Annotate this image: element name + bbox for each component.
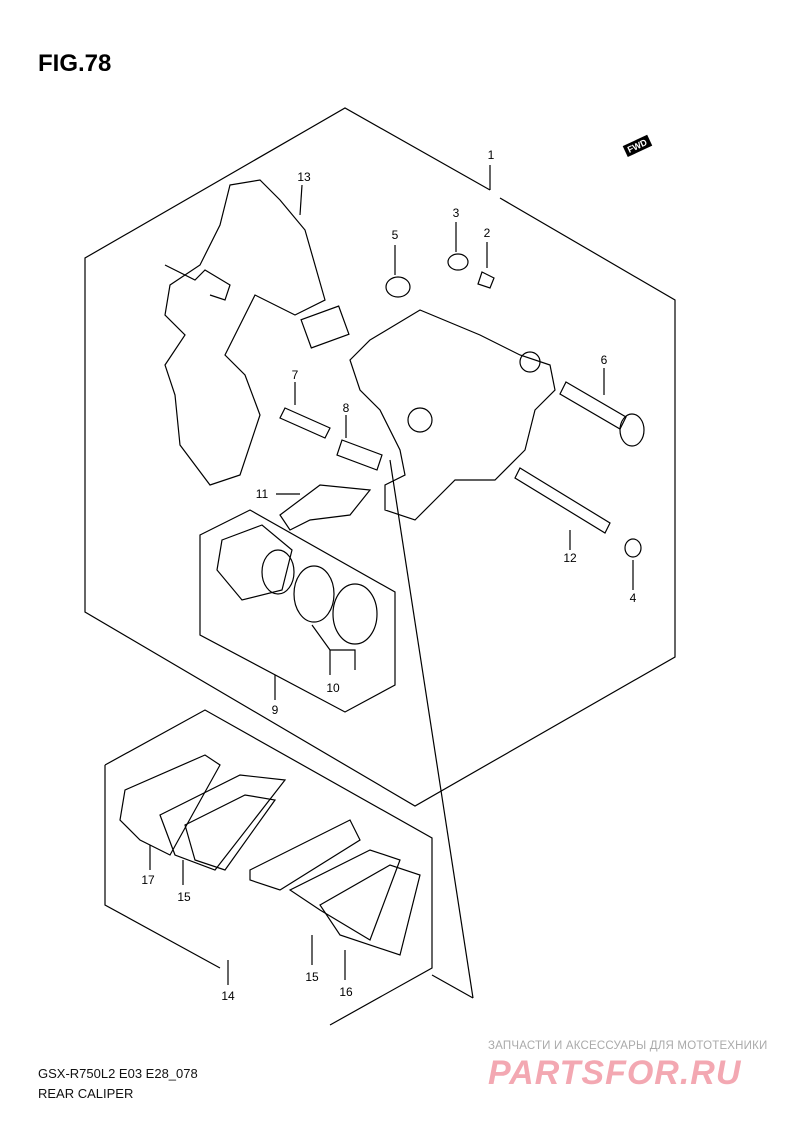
callout-14: 14	[221, 989, 235, 1003]
callout-15b: 15	[305, 970, 319, 984]
callout-6: 6	[600, 353, 608, 367]
watermark-tagline: ЗАПЧАСТИ И АКСЕССУАРЫ ДЛЯ МОТОТЕХНИКИ	[488, 1040, 768, 1052]
model-code: GSX-R750L2 E03 E28_078	[38, 1066, 198, 1081]
callout-5: 5	[391, 228, 399, 242]
caliper-assembly-outline	[84, 107, 676, 807]
callout-16: 16	[339, 985, 353, 999]
seal-kit-outline	[199, 509, 396, 713]
callout-13: 13	[297, 170, 311, 184]
callout-10: 10	[326, 681, 340, 695]
brake-pad	[159, 774, 287, 871]
callout-4: 4	[629, 591, 637, 605]
callout-2: 2	[483, 226, 491, 240]
figure-title: FIG.78	[38, 50, 112, 77]
piston	[216, 524, 293, 601]
callout-12: 12	[563, 551, 577, 565]
pad-spring-clip	[279, 484, 372, 531]
section-name: REAR CALIPER	[38, 1086, 134, 1101]
watermark-logo: PARTSFOR.RU	[488, 1054, 742, 1092]
callout-11: 11	[255, 487, 269, 501]
brake-pad-shim	[119, 754, 221, 856]
caliper-bracket	[164, 179, 326, 486]
callout-1: 1	[487, 148, 495, 162]
caliper-body	[349, 309, 556, 521]
callout-3: 3	[452, 206, 460, 220]
callout-17: 17	[141, 873, 155, 887]
callout-9: 9	[271, 703, 279, 717]
callout-15a: 15	[177, 890, 191, 904]
callout-7: 7	[291, 368, 299, 382]
callout-8: 8	[342, 401, 350, 415]
pad-set-outline	[104, 709, 433, 1026]
